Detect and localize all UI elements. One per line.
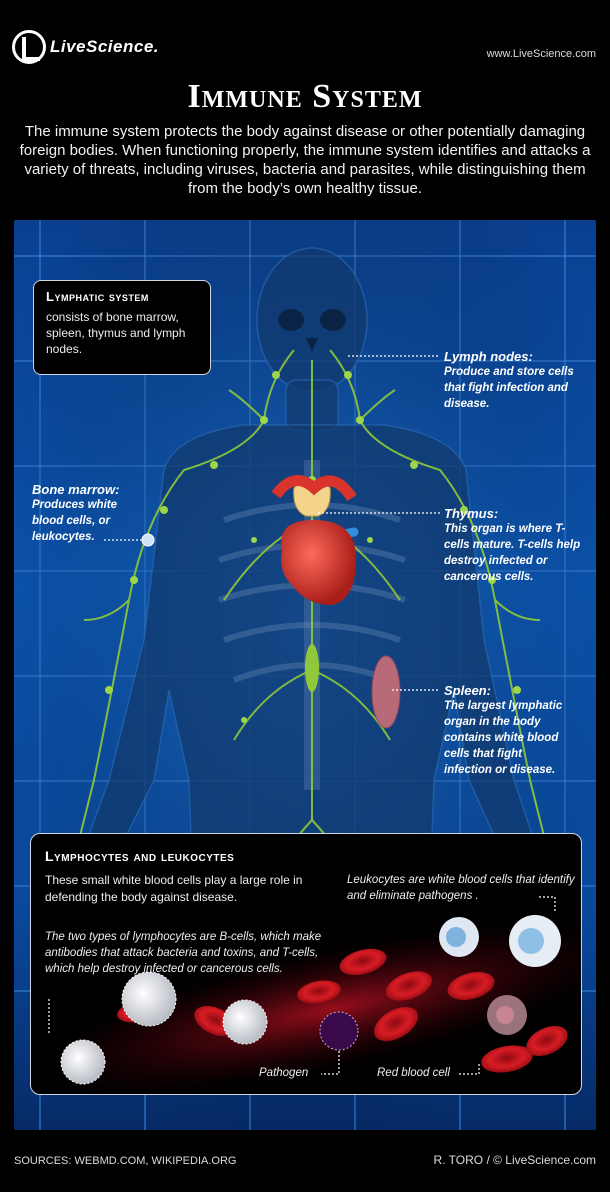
pathogen-label: Pathogen [259, 1067, 309, 1079]
lymphatic-system-body: consists of bone marrow, spleen, thymus … [46, 310, 186, 356]
lymphatic-system-heading: Lymphatic system [46, 289, 149, 304]
lymphocyte-types-text: The two types of lymphocytes are B-cells… [45, 931, 322, 975]
lymphocytes-intro: These small white blood cells play a lar… [45, 873, 303, 904]
lymphocytes-heading: Lymphocytes and leukocytes [45, 848, 235, 864]
logo-text: LiveScience. [50, 37, 160, 56]
lymph-nodes-body: Produce and store cells that fight infec… [444, 366, 574, 410]
site-url: www.LiveScience.com [486, 48, 596, 60]
cisterna-chyli [305, 644, 319, 692]
leukocytes-blue [439, 915, 561, 1035]
bone-marrow-label: Bone marrow: Produces white blood cells,… [32, 482, 142, 545]
page-title: Immune System [187, 78, 423, 115]
logo: LiveScience. [12, 30, 159, 64]
thymus-heading: Thymus: [444, 506, 499, 521]
lymphatic-system-box: Lymphatic system consists of bone marrow… [33, 280, 211, 375]
spleen-organ [371, 655, 401, 729]
leukocyte-note: Leukocytes are white blood cells that id… [347, 874, 575, 902]
bone-marrow-marker [141, 533, 155, 547]
lymphocytes-white [60, 971, 268, 1085]
red-blood-cell-label: Red blood cell [377, 1067, 450, 1079]
bone-marrow-heading: Bone marrow: [32, 482, 120, 497]
lymphocytes-leukocytes-box: Lymphocytes and leukocytes These small w… [30, 833, 582, 1095]
intro-text: The immune system protects the body agai… [19, 123, 591, 197]
spleen-body: The largest lymphatic organ in the body … [444, 700, 563, 776]
lymph-nodes-label: Lymph nodes: Produce and store cells tha… [444, 349, 594, 412]
spleen-label: Spleen: The largest lymphatic organ in t… [444, 683, 564, 778]
spleen-heading: Spleen: [444, 683, 491, 698]
heart-organ [281, 520, 357, 605]
thymus-label: Thymus: This organ is where T-cells matu… [444, 506, 584, 585]
lymph-nodes-heading: Lymph nodes: [444, 349, 533, 364]
sources-text: SOURCES: WEBMD.COM, WIKIPEDIA.ORG [14, 1155, 237, 1167]
credit-text: R. TORO / © LiveScience.com [433, 1153, 596, 1167]
header [0, 0, 610, 220]
logo-mark-icon [12, 30, 46, 64]
pathogen-cell [319, 1011, 359, 1051]
blood-cells-illustration [37, 896, 581, 1094]
thymus-body: This organ is where T-cells mature. T-ce… [444, 523, 581, 583]
bone-marrow-body: Produces white blood cells, or leukocyte… [32, 499, 117, 543]
